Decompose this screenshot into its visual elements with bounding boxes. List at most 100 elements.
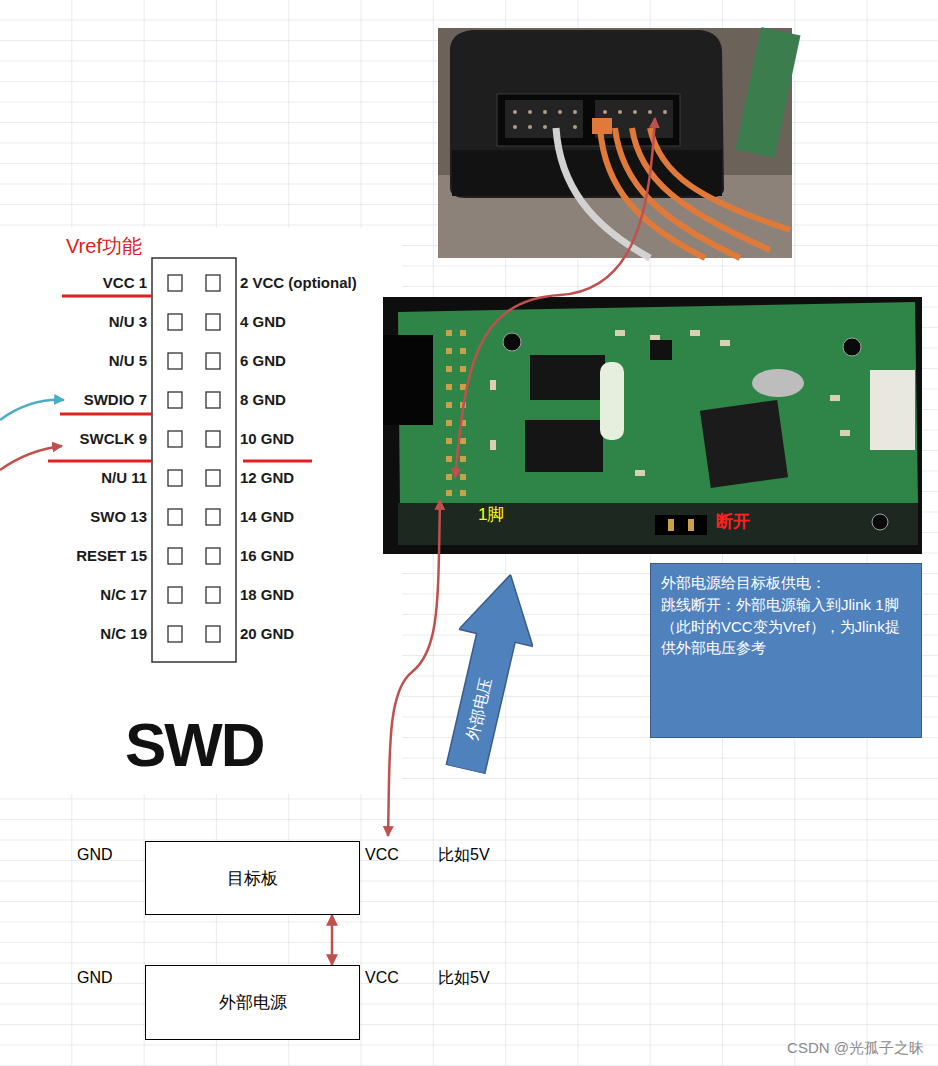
jlink-photo-part — [505, 100, 583, 138]
pcb-photo-part — [600, 362, 624, 440]
pin-label: SWO 13 — [90, 508, 147, 525]
jlink-photo-part — [528, 110, 532, 114]
terminal-label: VCC — [365, 846, 399, 864]
pcb-photo-part — [383, 335, 433, 425]
pcb-photo-part — [446, 456, 452, 462]
node-label: 外部电压 — [453, 673, 506, 744]
pcb-photo-part — [446, 402, 452, 408]
pcb-photo-part — [752, 369, 804, 397]
pinout-panel-part — [168, 431, 182, 447]
pin-label: 6 GND — [240, 352, 286, 369]
pcb-photo-part — [843, 338, 861, 356]
pcb-photo-part — [460, 456, 466, 462]
pinout-panel-part — [48, 460, 152, 463]
pcb-photo-part — [460, 384, 466, 390]
jlink-photo-part — [633, 110, 637, 114]
pcb-photo-part — [460, 330, 466, 336]
pinout-panel-part — [206, 548, 220, 564]
red-underline — [48, 296, 312, 461]
pinout-panel-part — [168, 587, 182, 603]
pcb-photo-part — [635, 470, 645, 476]
pcb-photo-part — [446, 348, 452, 354]
jlink-photo-part — [648, 110, 652, 114]
pinout-panel-part — [206, 275, 220, 291]
pinout-panel-part — [168, 626, 182, 642]
pcb-photo-part — [615, 330, 625, 336]
pinout-panel-part — [206, 431, 220, 447]
pinout-panel-part — [206, 314, 220, 330]
pcb-photo-part — [490, 440, 496, 450]
protocol-title: SWD — [125, 709, 264, 780]
pinout-panel-part — [0, 228, 402, 794]
pcb-photo-part — [655, 515, 707, 535]
pin-label: 10 GND — [240, 430, 294, 447]
pinout-panel-part — [206, 470, 220, 486]
pcb-photo-part — [383, 297, 922, 554]
pin-label: SWDIO 7 — [84, 391, 147, 408]
pin-label: RESET 15 — [76, 547, 147, 564]
jlink-photo-part — [603, 110, 607, 114]
pin-label: N/U 5 — [109, 352, 147, 369]
watermark: CSDN @光孤子之昧 — [787, 1039, 924, 1056]
pin-label: N/U 11 — [101, 469, 147, 486]
pin-label: 12 GND — [240, 469, 294, 486]
pcb-photo-part — [398, 302, 918, 508]
pcb-photo-part — [668, 519, 674, 531]
pin-label: 20 GND — [240, 625, 294, 642]
pinout-panel-part — [168, 353, 182, 369]
jlink-photo-part — [528, 125, 532, 129]
pin-label: 4 GND — [240, 313, 286, 330]
voltage-note: 比如5V — [438, 969, 490, 987]
jlink-photo-part — [513, 110, 667, 129]
jlink-photo-part — [513, 125, 517, 129]
pin-squares — [168, 275, 220, 642]
jumper-note: 断开 — [716, 512, 750, 532]
pcb-photo — [383, 297, 922, 554]
pcb-photo-part — [525, 420, 603, 472]
jlink-photo-part — [573, 110, 577, 114]
pcb-photo-part — [446, 474, 452, 480]
voltage-note: 比如5V — [438, 846, 490, 864]
pcb-photo-part — [690, 330, 700, 336]
pcb-photo-part — [460, 438, 466, 444]
node-label: 目标板 — [227, 867, 278, 890]
terminal-label: GND — [77, 846, 113, 864]
pinout-panel-part — [168, 392, 182, 408]
pcb-photo-part — [530, 355, 605, 400]
pinout-panel-part — [206, 587, 220, 603]
pcb-photo-part — [446, 420, 452, 426]
pcb-photo-part — [490, 380, 496, 390]
jlink-photo-part — [543, 110, 547, 114]
pcb-photo-part — [398, 503, 918, 545]
pcb-photo-part — [503, 333, 521, 351]
pcb-photo-part — [720, 340, 730, 346]
jlink-photo-part — [450, 30, 724, 198]
pinout-panel-part — [168, 509, 182, 525]
arrow-body — [428, 566, 547, 778]
jlink-photo-part — [618, 110, 622, 114]
pinout-panel-part — [206, 392, 220, 408]
swclk-arrow — [0, 446, 62, 470]
pinout-panel — [0, 228, 402, 794]
jlink-photo-part — [543, 125, 547, 129]
jlink-photo-part — [663, 110, 667, 114]
pin-label: N/C 19 — [100, 625, 147, 642]
pin-label: 16 GND — [240, 547, 294, 564]
pcb-photo-part — [446, 330, 452, 336]
jlink-photo-part — [513, 110, 517, 114]
note-box: 外部电源给目标板供电：跳线断开：外部电源输入到Jlink 1脚（此时的VCC变为… — [650, 563, 922, 738]
pcb-photo-part — [872, 514, 888, 530]
note-heading: 外部电源给目标板供电： — [661, 572, 911, 594]
pcb-photo-part — [460, 348, 466, 354]
jlink-photo-part — [452, 150, 722, 196]
pcb-photo-part — [840, 430, 850, 436]
pcb-photo-part — [688, 519, 694, 531]
vref-wire-up — [455, 118, 655, 478]
pin-label: 2 VCC (optional) — [240, 274, 357, 291]
note-body: 跳线断开：外部电源输入到Jlink 1脚（此时的VCC变为Vref），为Jlin… — [661, 594, 911, 659]
pinout-panel-part — [168, 548, 182, 564]
process-box: 目标板 — [145, 841, 360, 915]
